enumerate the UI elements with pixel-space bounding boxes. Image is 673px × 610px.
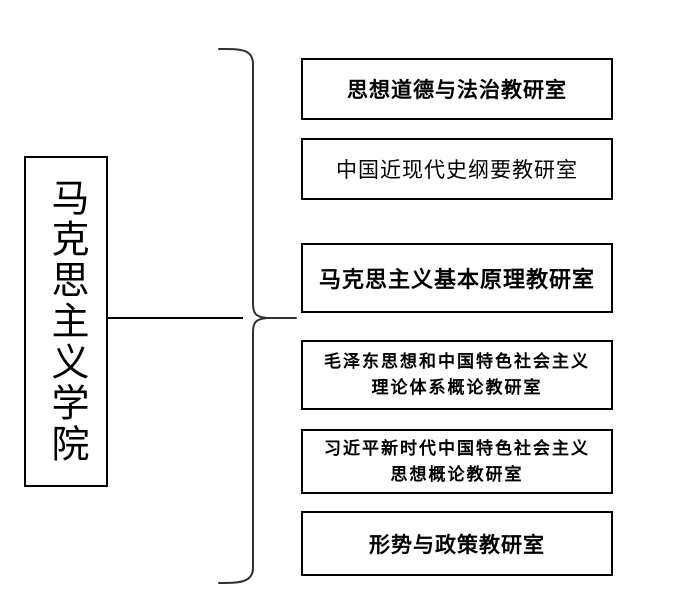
branch-box-label: 中国近现代史纲要教研室: [336, 158, 578, 182]
branch-box-label-line2: 理论体系概论教研室: [371, 378, 543, 397]
branch-box-3: 马克思主义基本原理教研室: [301, 243, 613, 313]
branch-box-2: 中国近现代史纲要教研室: [301, 138, 613, 200]
branch-box-label-line1: 习近平新时代中国特色社会主义: [324, 438, 590, 458]
root-box-label: 马克思主义学院: [45, 178, 87, 465]
branch-box-4: 毛泽东思想和中国特色社会主义 理论体系概论教研室: [301, 340, 613, 410]
branch-box-1: 思想道德与法治教研室: [301, 58, 613, 120]
branch-box-label-line2: 思想概论教研室: [390, 464, 524, 484]
branch-box-5: 习近平新时代中国特色社会主义 思想概论教研室: [301, 429, 613, 494]
branch-box-label: 思想道德与法治教研室: [347, 78, 567, 102]
grouping-brace-icon: [218, 47, 297, 584]
root-connector-line: [108, 317, 243, 319]
branch-box-label: 马克思主义基本原理教研室: [318, 267, 595, 292]
branch-box-6: 形势与政策教研室: [301, 511, 613, 576]
branch-box-label-line1: 毛泽东思想和中国特色社会主义: [324, 352, 590, 371]
branch-box-label: 形势与政策教研室: [369, 532, 545, 557]
root-box: 马克思主义学院: [24, 156, 108, 487]
